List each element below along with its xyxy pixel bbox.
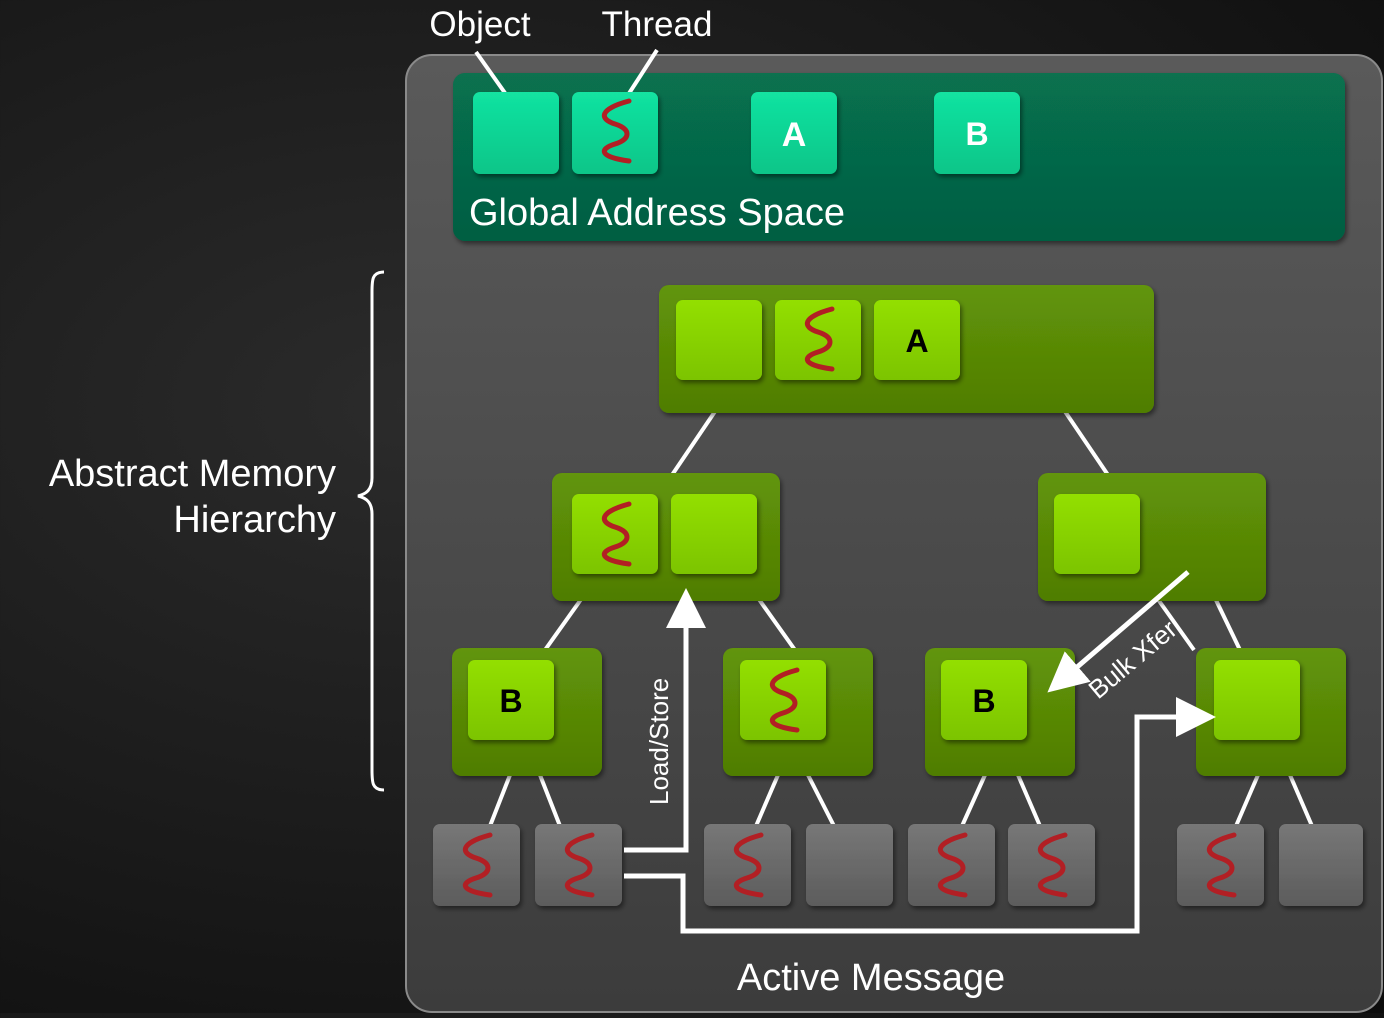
load-store-arrow-icon <box>624 588 706 853</box>
global-thread-object <box>572 92 658 174</box>
processor <box>806 824 893 906</box>
global-address-space-label: Global Address Space <box>469 192 845 234</box>
global-object <box>473 92 559 174</box>
object-callout-line <box>474 50 507 95</box>
global-object-a <box>751 92 837 174</box>
root-thread-object <box>775 300 861 380</box>
processor <box>535 824 622 906</box>
leaf-node-3-object-b-label: B <box>972 683 995 719</box>
root-object-a-label: A <box>905 323 928 359</box>
active-message-label: Active Message <box>737 957 1005 999</box>
leaf-node-3-object-b <box>941 660 1027 740</box>
load-store-label: Load/Store <box>644 678 674 805</box>
global-object-b-label: B <box>965 116 988 152</box>
right-object <box>1054 494 1140 574</box>
global-object-a-label: A <box>782 116 807 154</box>
global-object-b <box>934 92 1020 174</box>
left-thread-object <box>572 494 658 574</box>
left-object <box>671 494 757 574</box>
root-object <box>676 300 762 380</box>
abstract-memory-label-line1: Abstract Memory <box>49 453 336 495</box>
processor <box>1008 824 1095 906</box>
abstract-memory-label-line2: Hierarchy <box>173 499 336 541</box>
global-address-space-region <box>453 73 1345 241</box>
brace-icon <box>357 270 385 792</box>
object-label: Object <box>429 5 530 44</box>
processor <box>1177 824 1264 906</box>
tree-connectors <box>488 408 1314 827</box>
thread-callout-line <box>626 48 659 97</box>
processor <box>433 824 520 906</box>
leaf-node-4-object <box>1214 660 1300 740</box>
leaf-node-1-object-b-label: B <box>499 683 522 719</box>
processor <box>908 824 995 906</box>
leaf-node-1-object-b <box>468 660 554 740</box>
root-object-a <box>874 300 960 380</box>
thread-label: Thread <box>602 5 713 44</box>
processor <box>704 824 791 906</box>
leaf-node-2-thread-object <box>740 660 826 740</box>
active-message-arrow-icon <box>624 697 1216 934</box>
bulk-xfer-arrow-icon <box>1047 570 1190 693</box>
processor <box>1279 824 1363 906</box>
processor-row <box>433 824 1363 906</box>
